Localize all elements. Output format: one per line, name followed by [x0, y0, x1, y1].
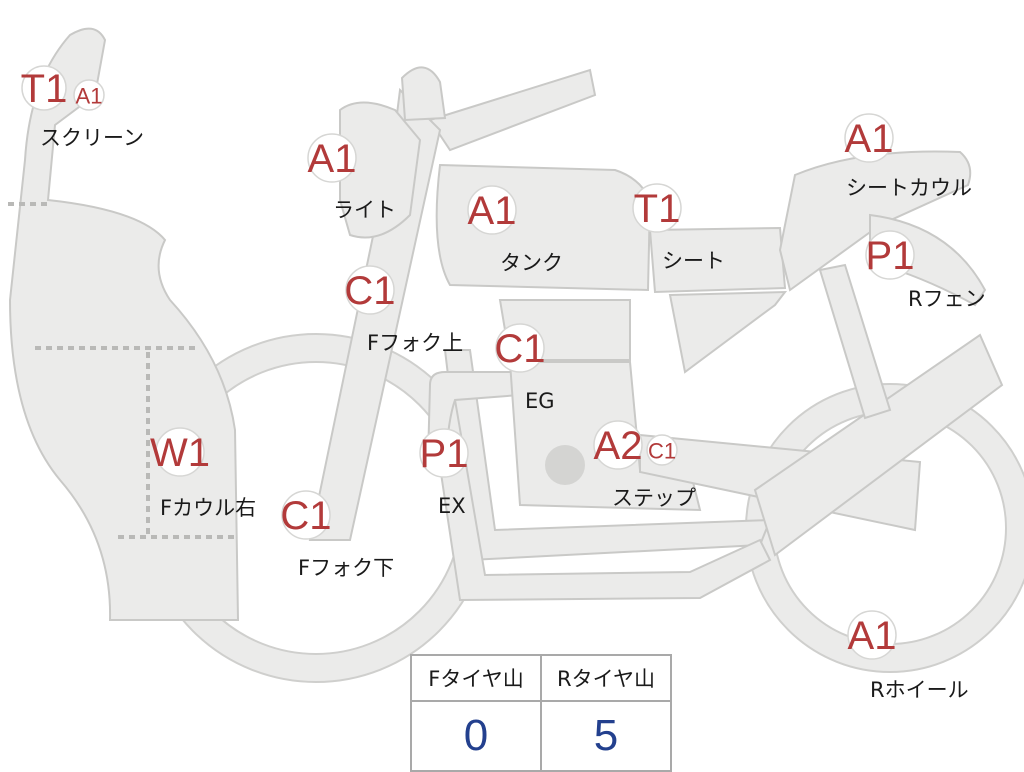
rear-tire-value: 5 [540, 700, 672, 772]
part-label: シートカウル [846, 176, 972, 200]
part-label: タンク [500, 251, 563, 275]
part-label: EG [525, 389, 555, 413]
part-screen: T1 A1 スクリーン [21, 65, 144, 150]
grade-code: A1 [468, 189, 517, 233]
grade-badge [847, 610, 897, 660]
part-label: EX [438, 494, 466, 518]
part-label: シート [662, 249, 725, 273]
grade-code: A1 [845, 117, 894, 161]
grade-badge [467, 185, 517, 235]
part-label: ライト [333, 198, 396, 222]
grade-code: W1 [150, 431, 210, 475]
grade-badge [419, 428, 469, 478]
part-label: Rホイール [870, 678, 969, 702]
part-label: Fカウル右 [160, 496, 256, 520]
grade-badge [646, 434, 678, 466]
part-label: スクリーン [40, 126, 144, 150]
part-label: Rフェン [908, 287, 986, 311]
grade-badge [593, 420, 643, 470]
grade-badge [73, 79, 105, 111]
part-light: A1 ライト [307, 133, 396, 222]
seat-shape [648, 226, 787, 294]
grade-badge [495, 323, 545, 373]
part-label: Fフォク上 [367, 331, 463, 355]
part-tank: A1 タンク [467, 185, 563, 275]
grade-badge [281, 490, 331, 540]
front-tire-value: 0 [410, 700, 542, 772]
grade-badge [632, 183, 682, 233]
grade-code: C1 [648, 439, 676, 464]
part-label: Fフォク下 [298, 556, 394, 580]
grade-badge [21, 65, 67, 111]
grade-code: C1 [280, 494, 331, 538]
grade-code: P1 [420, 432, 469, 476]
grade-badge [865, 230, 915, 280]
part-label: ステップ [612, 486, 696, 510]
grade-code: A1 [308, 137, 357, 181]
grade-code: T1 [634, 187, 681, 231]
front-tire-header: Fタイヤ山 [410, 654, 542, 702]
grade-badge [155, 427, 205, 477]
headlight-shape [339, 101, 422, 239]
part-seat: T1 シート [632, 183, 725, 273]
grade-badge [345, 265, 395, 315]
grade-badge [307, 133, 357, 183]
grade-badge [844, 113, 894, 163]
grade-code: P1 [866, 234, 915, 278]
front-cowl-shape [8, 27, 240, 621]
grade-code: A1 [848, 614, 897, 658]
part-seat-cowl: A1 シートカウル [844, 113, 972, 200]
tire-depth-table: Fタイヤ山 Rタイヤ山 0 5 [410, 654, 672, 772]
rear-tire-header: Rタイヤ山 [540, 654, 672, 702]
grade-code: A1 [76, 84, 103, 109]
grade-code: C1 [344, 269, 395, 313]
rear-shock [753, 333, 1004, 557]
grade-code: A2 [594, 424, 643, 468]
grade-code: C1 [494, 327, 545, 371]
grade-code: T1 [21, 67, 68, 111]
